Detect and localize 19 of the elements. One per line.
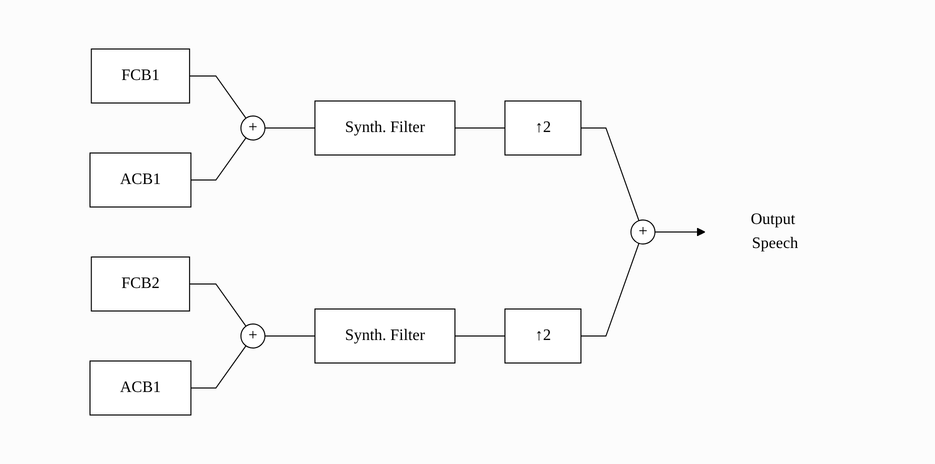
node-box: ↑2 bbox=[504, 100, 582, 156]
node-box: Synth. Filter bbox=[314, 308, 456, 364]
node-circle: + bbox=[630, 219, 656, 245]
connector bbox=[580, 242, 640, 336]
node-box: FCB1 bbox=[90, 48, 190, 104]
connector bbox=[190, 137, 246, 180]
node-text: Output Speech bbox=[750, 211, 798, 252]
connector bbox=[189, 76, 246, 119]
connector bbox=[190, 345, 246, 388]
connector bbox=[189, 284, 246, 327]
node-box: ACB1 bbox=[90, 360, 192, 416]
node-circle: + bbox=[240, 115, 266, 141]
connector bbox=[580, 128, 640, 222]
node-box: Synth. Filter bbox=[314, 100, 456, 156]
node-box: ↑2 bbox=[504, 308, 582, 364]
node-box: FCB2 bbox=[90, 256, 190, 312]
node-circle: + bbox=[240, 323, 266, 349]
arrow bbox=[654, 228, 706, 236]
node-box: ACB1 bbox=[90, 152, 192, 208]
